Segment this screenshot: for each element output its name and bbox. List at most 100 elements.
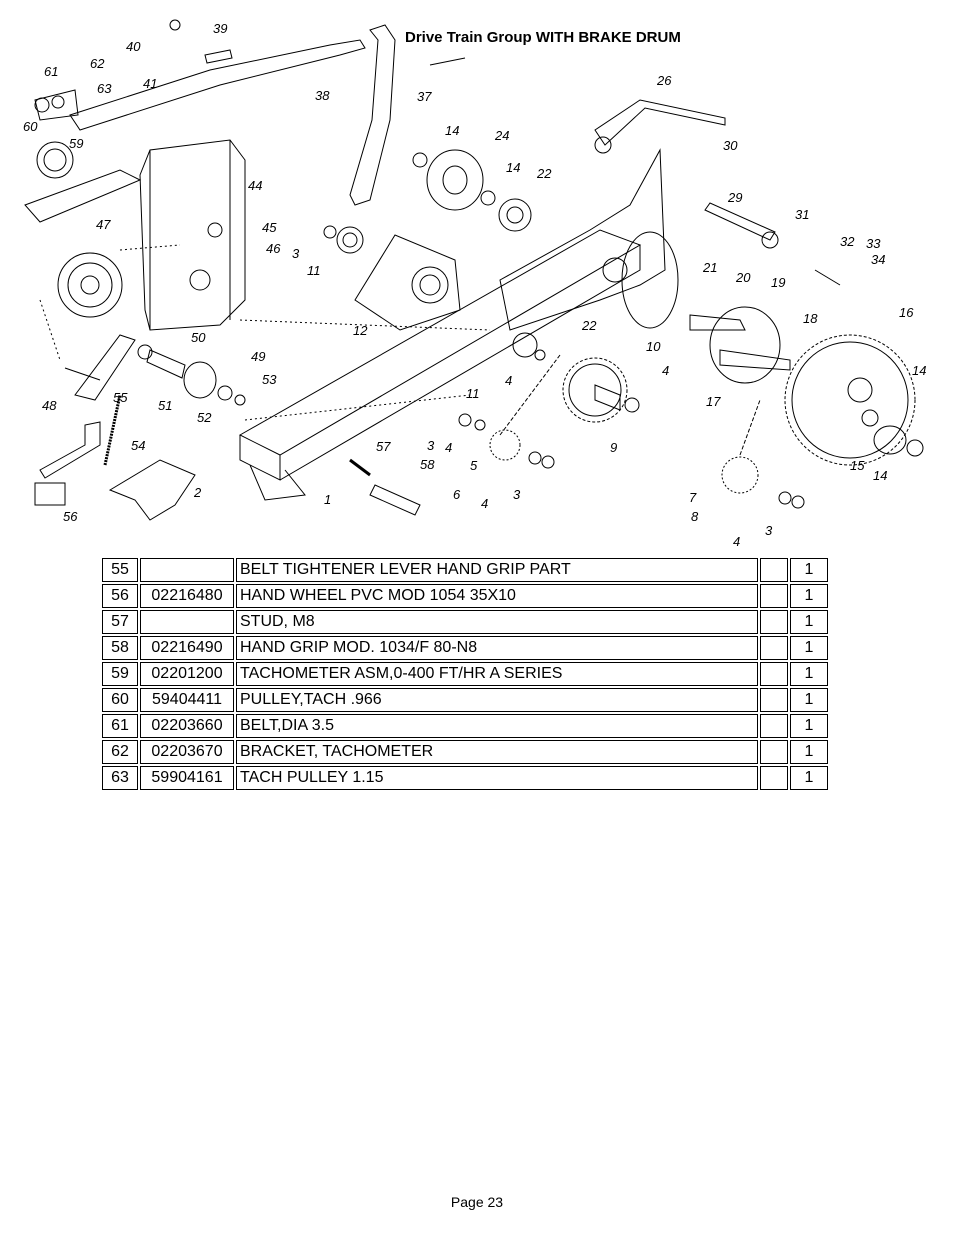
- callout-label: 6: [453, 487, 461, 502]
- callout-label: 47: [96, 217, 111, 232]
- callout-label: 10: [646, 339, 661, 354]
- callout-label: 44: [248, 178, 262, 193]
- callout-label: 14: [506, 160, 520, 175]
- description-cell: HAND GRIP MOD. 1034/F 80-N8: [236, 636, 758, 660]
- callout-label: 4: [445, 440, 452, 455]
- drive-train-exploded-diagram: [24, 19, 924, 521]
- callout-label: 14: [445, 123, 459, 138]
- callout-label: 4: [481, 496, 488, 511]
- callout-label: 58: [420, 457, 435, 472]
- callout-label: 45: [262, 220, 277, 235]
- callout-label: 37: [417, 89, 432, 104]
- item-number-cell: 58: [102, 636, 138, 660]
- blank-cell: [760, 662, 788, 686]
- description-cell: HAND WHEEL PVC MOD 1054 35X10: [236, 584, 758, 608]
- callout-label: 21: [702, 260, 717, 275]
- callout-label: 14: [873, 468, 887, 483]
- callout-label: 32: [840, 234, 855, 249]
- callout-label: 31: [795, 207, 809, 222]
- callout-label: 3: [292, 246, 300, 261]
- callout-label: 15: [850, 458, 865, 473]
- callout-label: 4: [505, 373, 512, 388]
- callout-label: 39: [213, 21, 227, 36]
- callout-label: 17: [706, 394, 721, 409]
- callout-label: 54: [131, 438, 145, 453]
- callout-label: 8: [691, 509, 699, 524]
- callout-label: 56: [63, 509, 78, 524]
- item-number-cell: 59: [102, 662, 138, 686]
- callout-label: 33: [866, 236, 881, 251]
- callout-label: 9: [610, 440, 617, 455]
- blank-cell: [760, 558, 788, 582]
- part-number-cell: 02216480: [140, 584, 234, 608]
- callout-label: 61: [44, 64, 58, 79]
- callout-label: 48: [42, 398, 57, 413]
- page-number: Page 23: [450, 1194, 504, 1210]
- blank-cell: [760, 584, 788, 608]
- description-cell: TACH PULLEY 1.15: [236, 766, 758, 790]
- callout-label: 41: [143, 76, 157, 91]
- callout-label: 62: [90, 56, 105, 71]
- callout-label: 50: [191, 330, 206, 345]
- callout-label: 5: [470, 458, 478, 473]
- item-number-cell: 55: [102, 558, 138, 582]
- quantity-cell: 1: [790, 688, 828, 712]
- callout-label: 18: [803, 311, 818, 326]
- item-number-cell: 56: [102, 584, 138, 608]
- callout-label: 38: [315, 88, 330, 103]
- quantity-cell: 1: [790, 714, 828, 738]
- callout-label: 46: [266, 241, 281, 256]
- callout-label: 29: [727, 190, 742, 205]
- callout-label: 22: [581, 318, 597, 333]
- callout-label: 22: [536, 166, 552, 181]
- callout-label: 16: [899, 305, 914, 320]
- callout-label: 19: [771, 275, 785, 290]
- part-number-cell: 02203670: [140, 740, 234, 764]
- callout-label: 57: [376, 439, 391, 454]
- description-cell: STUD, M8: [236, 610, 758, 634]
- description-cell: PULLEY,TACH .966: [236, 688, 758, 712]
- callout-label: 30: [723, 138, 738, 153]
- blank-cell: [760, 766, 788, 790]
- callout-label: 12: [353, 323, 368, 338]
- blank-cell: [760, 610, 788, 634]
- blank-cell: [760, 714, 788, 738]
- part-number-cell: 02216490: [140, 636, 234, 660]
- callout-label: 24: [494, 128, 509, 143]
- callout-label: 60: [23, 119, 38, 134]
- part-number-cell: 59904161: [140, 766, 234, 790]
- callout-label: 55: [113, 390, 128, 405]
- item-number-cell: 60: [102, 688, 138, 712]
- part-number-cell: 02201200: [140, 662, 234, 686]
- quantity-cell: 1: [790, 610, 828, 634]
- quantity-cell: 1: [790, 766, 828, 790]
- item-number-cell: 63: [102, 766, 138, 790]
- callout-label: 11: [307, 263, 321, 278]
- description-cell: BELT,DIA 3.5: [236, 714, 758, 738]
- page-title: Drive Train Group WITH BRAKE DRUM: [405, 29, 681, 46]
- callout-label: 4: [662, 363, 669, 378]
- callout-label: 51: [158, 398, 172, 413]
- callout-label: 4: [733, 534, 740, 549]
- callout-label: 14: [912, 363, 926, 378]
- blank-cell: [760, 688, 788, 712]
- callout-label: 26: [656, 73, 672, 88]
- blank-cell: [760, 740, 788, 764]
- callout-label: 2: [193, 485, 202, 500]
- description-cell: TACHOMETER ASM,0-400 FT/HR A SERIES: [236, 662, 758, 686]
- quantity-cell: 1: [790, 662, 828, 686]
- quantity-cell: 1: [790, 740, 828, 764]
- part-number-cell: 59404411: [140, 688, 234, 712]
- quantity-cell: 1: [790, 558, 828, 582]
- part-number-cell: 02203660: [140, 714, 234, 738]
- item-number-cell: 62: [102, 740, 138, 764]
- callout-label: 52: [197, 410, 212, 425]
